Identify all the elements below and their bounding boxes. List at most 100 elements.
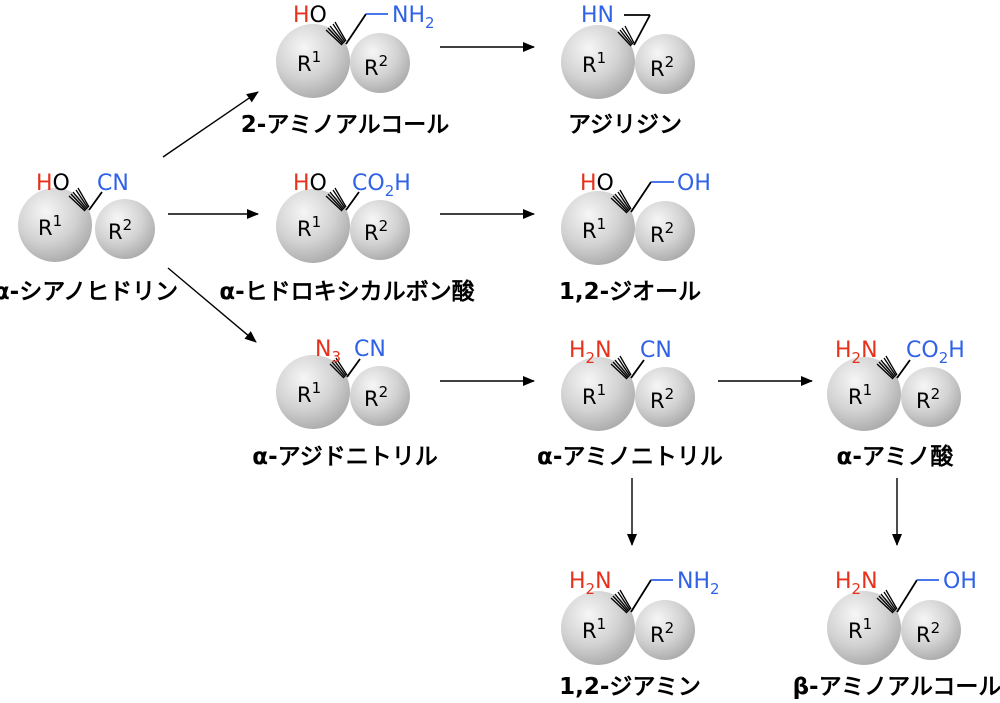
r1-sphere: [276, 24, 350, 98]
hashed-wedge-bond: [325, 187, 347, 212]
bond-to-ch2: [630, 181, 652, 213]
compound-name: 1,2-ジオール: [559, 279, 701, 305]
amino-group: H2N: [569, 569, 612, 598]
hashed-wedge-bond: [325, 21, 347, 46]
compound-aminoacid: R1 R2 H2N CO2H α-アミノ酸: [827, 338, 965, 470]
compound-name: α-ヒドロキシカルボン酸: [219, 279, 475, 305]
r2-sphere: [350, 366, 410, 426]
bond-to-cooh: [896, 359, 911, 379]
r1-sphere: [276, 355, 350, 429]
ring-bond-c-ch2: [633, 14, 651, 46]
r1-label: R1: [848, 615, 872, 643]
bond-to-ch2: [896, 579, 918, 613]
hashed-wedge-bond: [876, 589, 898, 614]
r1-sphere: [561, 591, 635, 665]
terminal-hydroxy: OH: [943, 569, 977, 594]
compound-name: 2-アミノアルコール: [241, 112, 449, 138]
hashed-wedge-bond: [610, 189, 632, 214]
r2-sphere: [95, 199, 155, 259]
r1-sphere: [827, 357, 901, 431]
r2-sphere: [635, 201, 695, 261]
r2-label: R2: [364, 52, 388, 80]
amino-group: H2N: [569, 338, 612, 367]
r2-label: R2: [364, 383, 388, 411]
r2-label: R2: [916, 385, 940, 413]
r1-sphere: [276, 189, 350, 263]
compound-diol: R1 R2 HO OH 1,2-ジオール: [559, 171, 711, 305]
r2-sphere: [350, 33, 410, 93]
hydroxy-group: HO: [580, 171, 614, 196]
r2-label: R2: [108, 216, 132, 244]
r1-label: R1: [297, 48, 321, 76]
bond-to-cooh: [345, 191, 360, 211]
amino-group: H2N: [835, 338, 878, 367]
carboxyl-group: CO2H: [906, 338, 965, 367]
compound-aminoalcohol: R1 R2 HO NH2 2-アミノアルコール: [241, 3, 449, 138]
compound-name: アジリジン: [568, 112, 682, 138]
hashed-wedge-bond: [329, 357, 348, 379]
compound-azidonitrile: R1 R2 N3 CN α-アジドニトリル: [252, 337, 437, 470]
compound-name: α-シアノヒドリン: [0, 279, 178, 305]
bond-to-cn: [88, 191, 103, 211]
compound-beta-aminoalcohol: R1 R2 H2N OH β-アミノアルコール: [793, 569, 1000, 700]
amino-group: H2N: [835, 569, 878, 598]
bond-to-cn: [346, 358, 361, 378]
r1-label: R1: [582, 49, 606, 77]
hashed-wedge-bond: [610, 589, 632, 614]
r1-sphere: [827, 591, 901, 665]
terminal-hydroxy: OH: [677, 171, 711, 196]
compound-name: 1,2-ジアミン: [559, 674, 701, 700]
bond-to-cn: [630, 359, 645, 379]
compound-name: α-アジドニトリル: [252, 444, 437, 470]
reaction-arrows: [162, 42, 902, 546]
azido-group: N3: [315, 337, 341, 366]
hashed-wedge-bond: [617, 25, 635, 47]
r2-label: R2: [650, 219, 674, 247]
r1-label: R1: [38, 212, 62, 240]
r1-label: R1: [297, 213, 321, 241]
r1-label: R1: [297, 379, 321, 407]
bond-to-ch2: [345, 13, 367, 45]
r2-label: R2: [364, 217, 388, 245]
hashed-wedge-bond: [68, 187, 90, 212]
cyano-group: CN: [640, 338, 672, 363]
compound-name: α-アミノニトリル: [537, 444, 723, 470]
r1-label: R1: [582, 615, 606, 643]
compound-name: α-アミノ酸: [837, 444, 955, 470]
r2-sphere: [635, 367, 695, 427]
compound-cyanohydrin: R1 R2 HO CN α-シアノヒドリン: [0, 171, 178, 305]
r1-sphere: [561, 357, 635, 431]
r2-label: R2: [650, 53, 674, 81]
terminal-amino: NH2: [677, 569, 720, 598]
r2-label: R2: [650, 619, 674, 647]
hashed-wedge-bond: [610, 355, 632, 380]
arrow-cyanohydrin-to-azidonitrile: [167, 267, 257, 343]
bond-to-ch2: [630, 579, 652, 613]
r2-label: R2: [916, 619, 940, 647]
cyano-group: CN: [354, 337, 386, 362]
compound-name: β-アミノアルコール: [793, 674, 1000, 700]
carboxyl-group: CO2H: [352, 171, 411, 200]
aziridine-nh: HN: [581, 3, 614, 28]
r1-label: R1: [848, 381, 872, 409]
r2-label: R2: [650, 385, 674, 413]
r1-sphere: [18, 188, 92, 262]
r1-label: R1: [582, 215, 606, 243]
hydroxy-group: HO: [36, 171, 70, 196]
r2-sphere: [901, 600, 961, 660]
hashed-wedge-bond: [876, 355, 898, 380]
compound-hydroxyacid: R1 R2 HO CO2H α-ヒドロキシカルボン酸: [219, 171, 475, 305]
r2-sphere: [350, 200, 410, 260]
r2-sphere: [635, 600, 695, 660]
cyano-group: CN: [97, 171, 129, 196]
r2-sphere: [901, 367, 961, 427]
compound-aziridine: R1 R2 HN アジリジン: [561, 3, 695, 138]
r1-label: R1: [582, 381, 606, 409]
hydroxy-group: HO: [293, 3, 327, 28]
arrow-cyanohydrin-to-aminoalcohol: [162, 91, 259, 158]
compound-aminonitrile: R1 R2 H2N CN α-アミノニトリル: [537, 338, 723, 470]
r1-sphere: [561, 191, 635, 265]
amino-group: NH2: [392, 3, 435, 32]
hydroxy-group: HO: [293, 171, 327, 196]
